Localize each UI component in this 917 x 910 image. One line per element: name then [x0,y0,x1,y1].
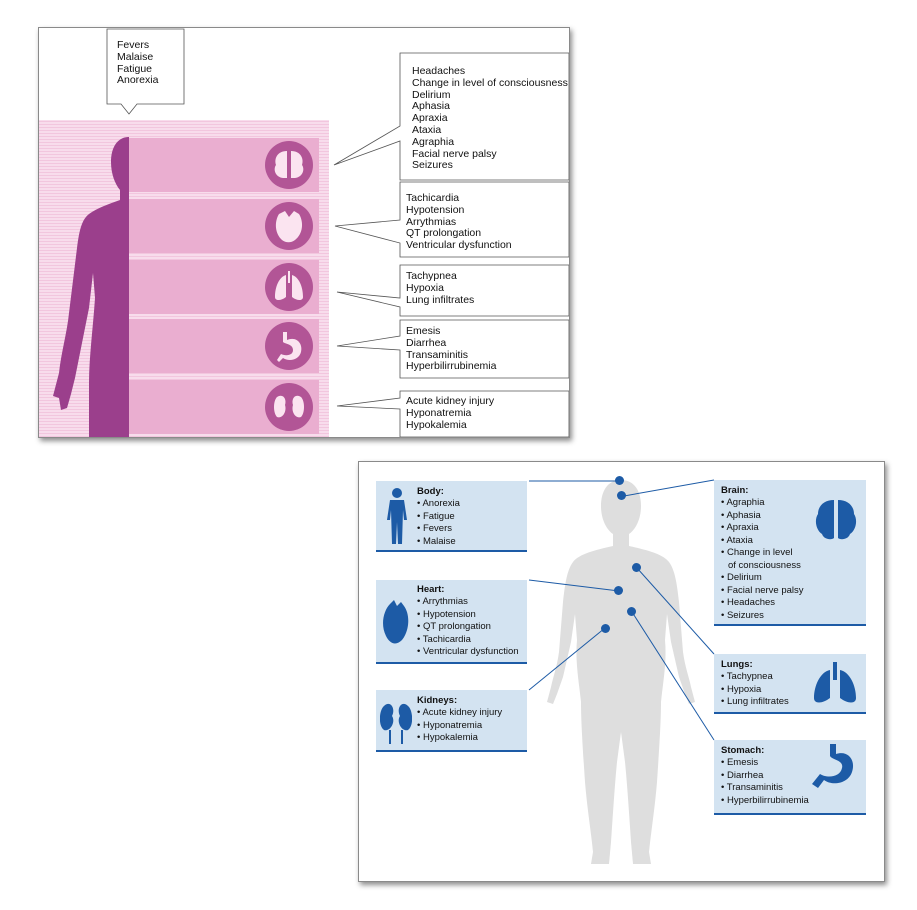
kidneys-callout [336,390,569,437]
general-callout [106,28,185,115]
dot-lungs [632,563,641,572]
brain-icon [815,500,857,540]
lungs-icon [814,662,856,703]
brain-icon [265,141,313,189]
connector-lines [528,479,715,741]
heart-box: Heart: Arrythmias Hypotension QT prolong… [376,580,527,664]
heart-icon [265,202,313,250]
dot-kidneys [601,624,610,633]
heart-icon [383,600,409,644]
kidneys-icon [380,703,412,744]
stomach-callout [336,319,569,379]
panel-blue-infographic: Body: Anorexia Fatigue Fevers Malaise He… [358,461,885,882]
lungs-box: Lungs: Tachypnea Hypoxia Lung infiltrate… [714,654,866,714]
body-silhouette [53,137,205,437]
lungs-icon [265,263,313,311]
panel2-graphics [528,479,715,864]
brain-callout [333,52,569,181]
dot-brain [617,491,626,500]
kidneys-box: Kidneys: Acute kidney injury Hyponatremi… [376,690,527,752]
lungs-callout [336,264,569,317]
person-icon [387,488,407,544]
dot-body [615,476,624,485]
heart-callout [334,181,569,258]
stomach-icon [812,744,854,788]
kidneys-icon [265,383,313,431]
stomach-box: Stomach: Emesis Diarrhea Transaminitis H… [714,740,866,815]
human-silhouette [547,480,695,864]
body-box: Body: Anorexia Fatigue Fevers Malaise [376,481,527,552]
brain-box: Brain: Agraphia Aphasia Apraxia Ataxia C… [714,480,866,626]
panel1-graphics [39,28,569,437]
dot-stomach [627,607,636,616]
dot-heart [614,586,623,595]
stomach-icon [265,322,313,370]
